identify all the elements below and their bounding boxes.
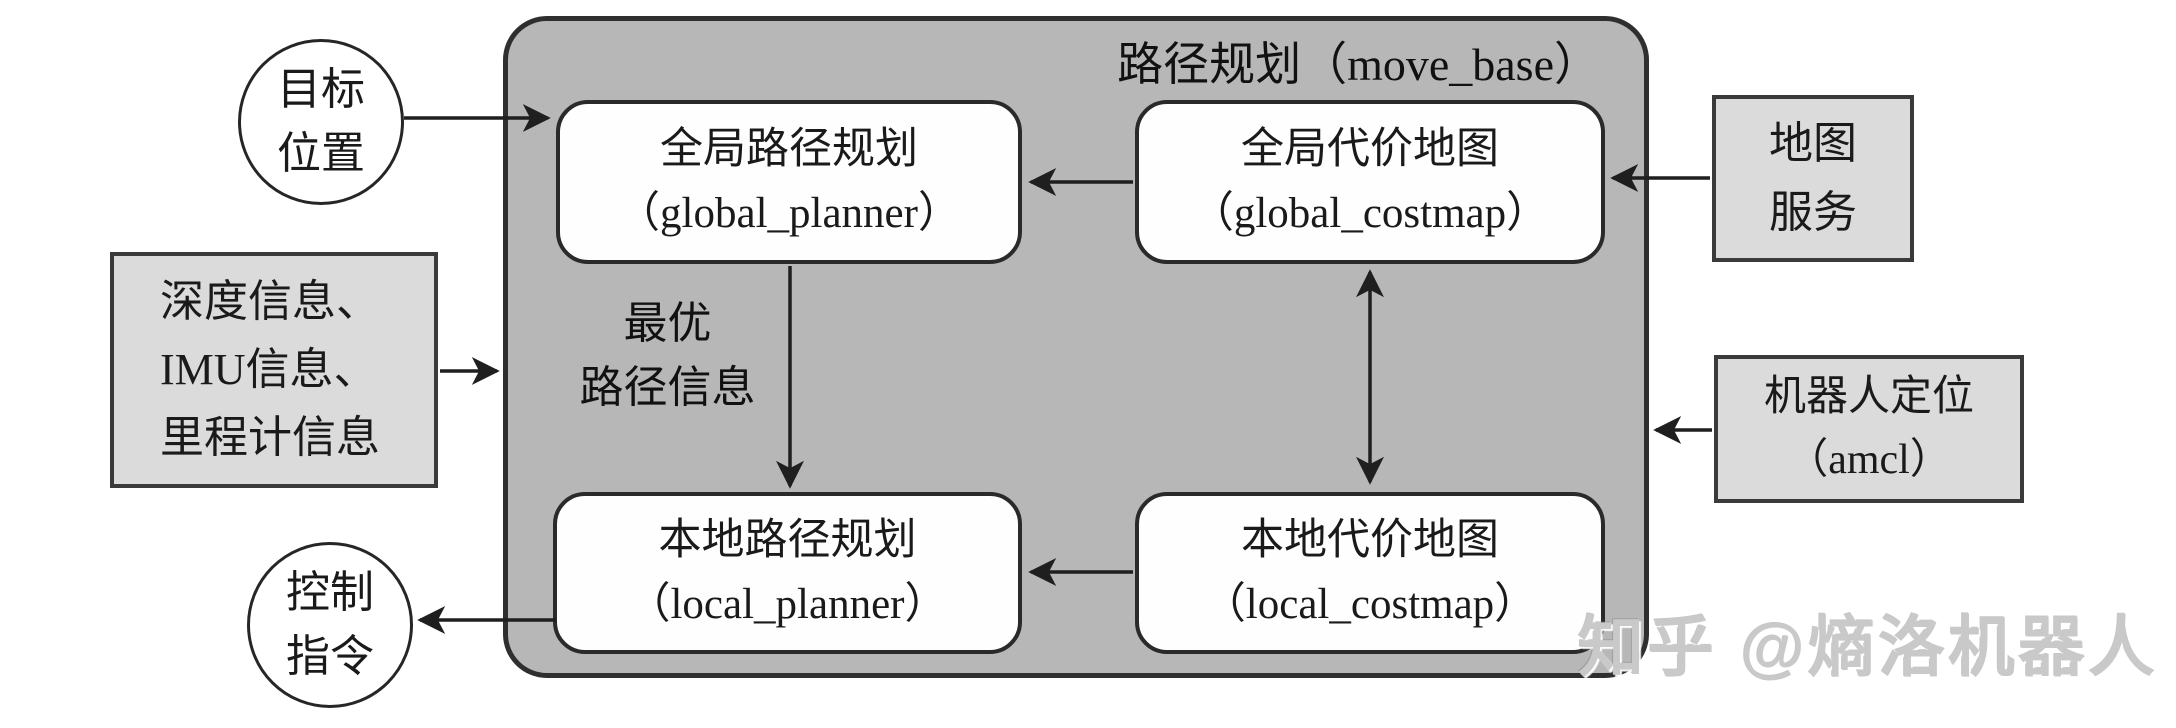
node-sensor-inputs-line1: 深度信息、 xyxy=(160,276,380,326)
node-local-costmap-line1: 本地代价地图 xyxy=(1241,516,1499,564)
node-local-planner-line2: （local_planner） xyxy=(627,581,948,628)
label-optimal-path-line2: 路径信息 xyxy=(579,362,756,412)
node-sensor-inputs-line2: IMU信息、 xyxy=(160,344,378,394)
node-goal-line2: 位置 xyxy=(277,129,365,178)
container-title: 路径规划（move_base） xyxy=(1117,39,1600,90)
node-map-service: 地图 服务 xyxy=(1712,95,1914,262)
node-amcl: 机器人定位 （amcl） xyxy=(1714,355,2024,503)
node-local-costmap: 本地代价地图 （local_costmap） xyxy=(1135,492,1605,654)
node-global-planner: 全局路径规划 （global_planner） xyxy=(556,100,1022,264)
node-global-costmap: 全局代价地图 （global_costmap） xyxy=(1135,100,1605,264)
node-global-planner-line2: （global_planner） xyxy=(617,190,961,237)
node-global-costmap-line2: （global_costmap） xyxy=(1190,190,1550,237)
label-optimal-path-line1: 最优 xyxy=(623,299,712,348)
label-optimal-path-info: 最优 路径信息 xyxy=(560,292,775,420)
node-goal-line1: 目标 xyxy=(277,65,365,115)
node-goal-position: 目标 位置 xyxy=(238,39,404,205)
node-map-service-line2: 服务 xyxy=(1769,187,1857,237)
zhihu-watermark: 知乎 @熵洛机器人 xyxy=(1578,610,2159,684)
node-control-line1: 控制 xyxy=(286,568,374,618)
node-amcl-line2: （amcl） xyxy=(1786,437,1952,483)
node-global-planner-line1: 全局路径规划 xyxy=(660,125,918,173)
node-control-command: 控制 指令 xyxy=(247,542,413,708)
node-control-line2: 指令 xyxy=(286,632,374,681)
node-sensor-inputs-line3: 里程计信息 xyxy=(160,413,380,463)
node-sensor-inputs: 深度信息、 IMU信息、 里程计信息 xyxy=(110,252,438,488)
node-local-planner: 本地路径规划 （local_planner） xyxy=(553,492,1022,654)
node-amcl-line1: 机器人定位 xyxy=(1763,374,1974,420)
node-local-costmap-line2: （local_costmap） xyxy=(1202,581,1538,628)
node-map-service-line1: 地图 xyxy=(1769,119,1857,169)
node-local-planner-line1: 本地路径规划 xyxy=(658,516,917,564)
node-global-costmap-line1: 全局代价地图 xyxy=(1241,125,1499,173)
